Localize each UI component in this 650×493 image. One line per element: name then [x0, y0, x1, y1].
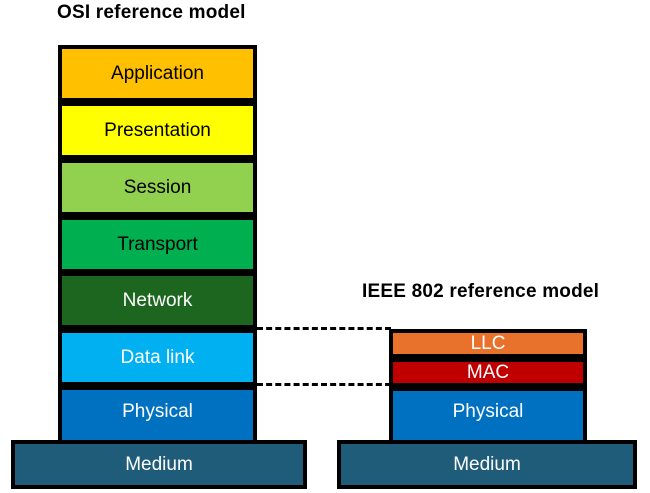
- ieee-layer-label: MAC: [466, 362, 510, 383]
- ieee-layer-label: LLC: [470, 333, 506, 354]
- osi-layer-physical: Physical: [58, 386, 257, 444]
- osi-layer-label: Presentation: [104, 120, 211, 141]
- connector-dashed-bottom: [257, 383, 391, 386]
- osi-layer-application: Application: [58, 45, 257, 102]
- ieee-layer-label: Physical: [452, 401, 524, 422]
- osi-layer-label: Application: [111, 63, 204, 84]
- osi-layer-label: Session: [123, 177, 192, 198]
- ieee-layer-llc: LLC: [389, 329, 587, 358]
- osi-title: OSI reference model: [57, 2, 246, 23]
- ieee-802-title: IEEE 802 reference model: [362, 281, 600, 302]
- osi-layer-session: Session: [58, 159, 257, 216]
- osi-layer-transport: Transport: [58, 216, 257, 273]
- connector-dashed-top: [257, 327, 391, 330]
- osi-layer-label: Physical: [122, 400, 193, 422]
- osi-layer-presentation: Presentation: [58, 102, 257, 159]
- osi-medium-bar: Medium: [11, 440, 307, 489]
- osi-layer-label: Transport: [117, 234, 198, 255]
- ieee-medium-bar: Medium: [337, 440, 637, 489]
- ieee-layer-mac: MAC: [389, 358, 587, 387]
- ieee-layer-physical: Physical: [389, 387, 587, 444]
- osi-layer-label: Network: [122, 290, 193, 311]
- osi-layer-label: Data link: [120, 347, 195, 368]
- osi-medium-label: Medium: [125, 453, 193, 475]
- osi-layer-data-link: Data link: [58, 329, 257, 386]
- osi-layer-network: Network: [58, 272, 257, 329]
- ieee-medium-label: Medium: [453, 453, 521, 475]
